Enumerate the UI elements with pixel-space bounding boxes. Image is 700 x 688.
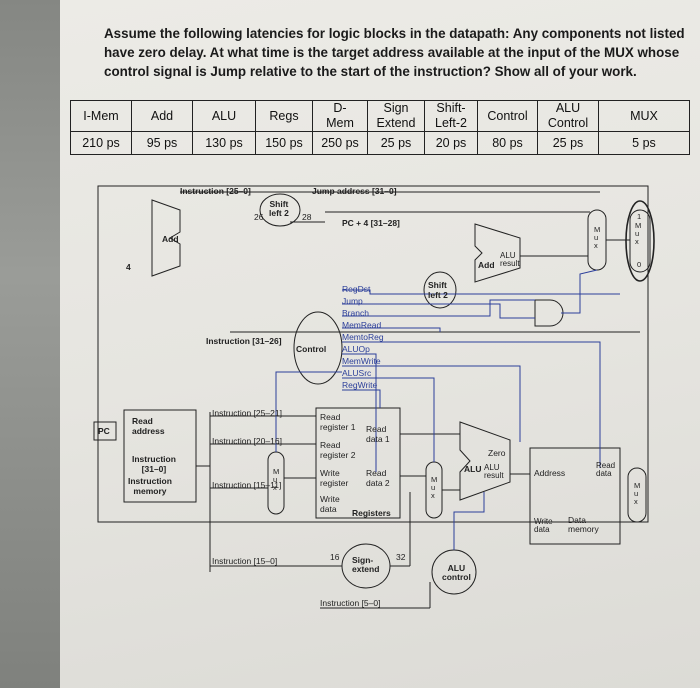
branch-adder-shape: [474, 223, 521, 283]
read-register-2-label: Read register 2: [320, 440, 356, 460]
datapath-diagram: Instruction [25–0] Jump address [31–0] S…: [80, 172, 670, 682]
value-cell: 250 ps: [312, 131, 368, 155]
write-data-label: Write data: [320, 494, 340, 514]
header-cell: ALU: [192, 100, 256, 132]
header-cell: I-Mem: [70, 100, 132, 132]
value-cell: 80 ps: [477, 131, 538, 155]
instr-5-0-label: Instruction [5–0]: [320, 598, 381, 608]
header-cell: MUX: [598, 100, 690, 132]
alu-label: ALU: [464, 464, 482, 474]
jump-address-label: Jump address [31–0]: [312, 186, 397, 196]
sixteen-label: 16: [330, 552, 340, 562]
jump-mux-circle: [625, 200, 655, 282]
header-cell: Control: [477, 100, 538, 132]
sign-extend-label: Sign- extend: [352, 555, 380, 574]
shift-left-mid-shape: [423, 271, 457, 309]
control-shape: [293, 311, 343, 385]
shift-left-mid-label: Shift left 2: [428, 280, 448, 300]
bits-26-label: 26: [254, 212, 264, 222]
value-cell: 25 ps: [367, 131, 425, 155]
mux-jump-input-0: 0: [637, 260, 642, 269]
shift-left-top-shape: [259, 193, 301, 227]
header-cell: Sign Extend: [367, 100, 425, 132]
alu-control-label: ALU control: [442, 563, 471, 582]
instr-25-21-label: Instruction [25–21]: [212, 408, 282, 418]
instruction-31-0-label: Instruction [31–0]: [132, 454, 176, 474]
write-register-label: Write register: [320, 468, 349, 488]
mux-pcsrc-letters: M u x: [594, 225, 601, 250]
alu-result-label: ALU result: [484, 463, 504, 480]
instr-15-0-label: Instruction [15–0]: [212, 556, 278, 566]
branch-adder-label: Add: [478, 260, 495, 270]
read-data-label: Read data: [596, 461, 616, 478]
address-label: Address: [534, 468, 566, 478]
mux-jump-letters: M u x: [635, 221, 642, 246]
thirty-two-label: 32: [396, 552, 406, 562]
value-cell: 5 ps: [598, 131, 690, 155]
instr-20-16-label: Instruction [20–16]: [212, 436, 282, 446]
value-cell: 20 ps: [424, 131, 478, 155]
outer-frame: [97, 185, 649, 523]
pc-adder-shape: [151, 199, 181, 277]
mux-jump-shape: [629, 209, 651, 273]
value-cell: 25 ps: [537, 131, 599, 155]
value-cell: 150 ps: [255, 131, 313, 155]
bits-28-label: 28: [302, 212, 312, 222]
header-cell: Add: [131, 100, 193, 132]
and-gate-shape: [534, 299, 564, 327]
latency-table: I-Mem Add ALU Regs D- Mem Sign Extend Sh…: [70, 100, 690, 155]
signal-memwrite: MemWrite: [342, 356, 381, 366]
branch-alu-result-label: ALU result: [500, 251, 520, 268]
pc-label: PC: [98, 426, 110, 436]
pc-plus-4-label: PC + 4 [31–28]: [342, 218, 400, 228]
read-data-2-label: Read data 2: [366, 468, 390, 488]
datapath-wires: [93, 185, 655, 609]
pc-shape: [93, 421, 117, 441]
mux-alusrc-letters: M u x: [431, 475, 438, 500]
header-cell: Shift- Left-2: [424, 100, 478, 132]
header-cell: ALU Control: [537, 100, 599, 132]
value-cell: 210 ps: [70, 131, 132, 155]
value-cell: 95 ps: [131, 131, 193, 155]
data-write-data-label: Write data: [534, 517, 553, 534]
signal-regdst: RegDst: [342, 284, 371, 294]
shift-left-top-label: Shift left 2: [269, 199, 289, 218]
value-cell: 130 ps: [192, 131, 256, 155]
latency-header-row: I-Mem Add ALU Regs D- Mem Sign Extend Sh…: [70, 100, 690, 132]
registers-shape: [315, 407, 401, 519]
data-memory-label: Data memory: [568, 515, 599, 534]
signal-aluop: ALUOp: [342, 344, 370, 354]
mux-jump-input-1: 1: [637, 212, 642, 221]
registers-label: Registers: [352, 508, 391, 518]
header-cell: Regs: [255, 100, 313, 132]
instr-25-0-label: Instruction [25–0]: [180, 186, 251, 196]
read-data-1-label: Read data 1: [366, 424, 390, 444]
signal-regwrite: RegWrite: [342, 380, 378, 390]
instruction-memory-label: Instruction memory: [128, 476, 172, 496]
instruction-memory-shape: [123, 409, 197, 503]
pc-adder-label: Add: [162, 234, 179, 244]
latency-value-row: 210 ps 95 ps 130 ps 150 ps 250 ps 25 ps …: [70, 131, 690, 155]
instr-31-26-label: Instruction [31–26]: [206, 336, 282, 346]
control-label: Control: [296, 344, 327, 354]
mux-regdst-letters: M u x: [273, 467, 280, 492]
question-text: Assume the following latencies for logic…: [104, 26, 685, 79]
signal-memread: MemRead: [342, 320, 382, 330]
mux-memtoreg-shape: [627, 467, 647, 523]
alu-shape: [459, 421, 511, 501]
data-memory-shape: [529, 447, 621, 545]
mux-memtoreg-letters: M u x: [634, 481, 641, 506]
signal-memtoreg: MemtoReg: [342, 332, 384, 342]
signal-alusrc: ALUSrc: [342, 368, 372, 378]
read-register-1-label: Read register 1: [320, 412, 356, 432]
signal-branch: Branch: [342, 308, 369, 318]
read-address-label: Read address: [132, 416, 165, 436]
four-label: 4: [126, 262, 131, 272]
instr-15-11-label: Instruction [15–11]: [212, 480, 282, 490]
signal-jump: Jump: [342, 296, 363, 306]
zero-label: Zero: [488, 448, 506, 458]
header-cell: D- Mem: [312, 100, 368, 132]
